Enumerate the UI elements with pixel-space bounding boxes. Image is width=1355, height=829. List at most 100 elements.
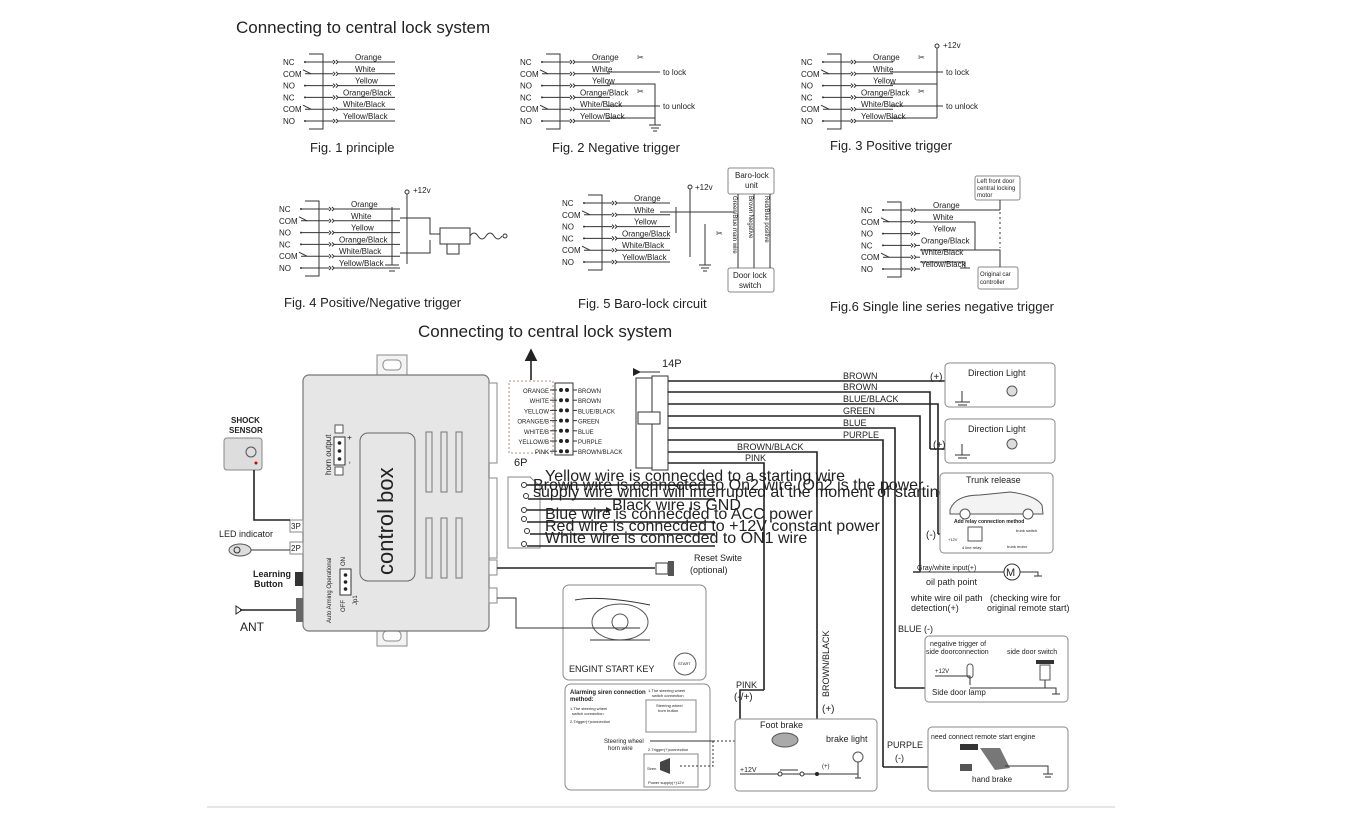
harness-wire-label: PURPLE bbox=[843, 430, 879, 440]
start-stop-text: START bbox=[678, 661, 691, 666]
fig2-wire-orange: Orange bbox=[592, 53, 619, 62]
reset-switch-label: Reset Swite bbox=[694, 553, 742, 563]
fig6-wire-white-black: White/Black bbox=[921, 248, 964, 257]
fig6-pin-com: COM bbox=[861, 218, 880, 227]
shock-sensor-label: SHOCK bbox=[231, 416, 260, 425]
six-pin-note: White wire is connecded to ON1 wire bbox=[545, 530, 807, 547]
horn-plus: + bbox=[345, 435, 354, 440]
fig1-pin-nc: NC bbox=[283, 58, 295, 67]
jumper-title: Auto Arming Operational bbox=[327, 558, 333, 623]
foot-brake-12v: +12V bbox=[740, 767, 757, 774]
fig3-wire-yellow: Yellow bbox=[873, 77, 896, 86]
connector-pin-right: BROWN bbox=[578, 389, 601, 395]
harness-connector bbox=[635, 375, 669, 471]
fig5-pin-no: NO bbox=[562, 223, 574, 232]
siren-label: Siren bbox=[647, 766, 656, 771]
fig3-wire-white-black: White/Black bbox=[861, 100, 904, 109]
fig4-pin-nc: NC bbox=[279, 205, 291, 214]
harness-wire-pink bbox=[668, 462, 765, 690]
direction-light-1-label: Direction Light bbox=[968, 368, 1026, 378]
direction-light-2-polarity: (+) bbox=[933, 440, 946, 451]
hand-brake-icon bbox=[980, 748, 1010, 770]
fig5-wire-yellow: Yellow bbox=[634, 218, 657, 227]
connector-pin-right: BLUE bbox=[578, 430, 594, 436]
fig6-wire-orange: Orange bbox=[933, 201, 960, 210]
fig2-pin-nc: NC bbox=[520, 93, 532, 102]
brown-black-vertical-label: BROWN/BLACK bbox=[821, 630, 831, 697]
fig2-wire-orange-black: Orange/Black bbox=[580, 88, 629, 97]
jumper-name: Jp1 bbox=[353, 595, 359, 605]
fig4-wire-yellow: Yellow bbox=[351, 224, 374, 233]
fig4-wire-yellow-black: Yellow/Black bbox=[339, 259, 385, 268]
siren-horn-btn1: Steering wheel bbox=[656, 703, 683, 708]
fig4-wire-orange: Orange bbox=[351, 200, 378, 209]
fig1-wire-yellow: Yellow bbox=[355, 77, 378, 86]
fig3-pin-com: COM bbox=[801, 70, 820, 79]
jumper-off: OFF bbox=[341, 600, 347, 612]
fig4-pin-nc: NC bbox=[279, 240, 291, 249]
fig2-wire-white-black: White/Black bbox=[580, 100, 623, 109]
fig2-wire-white: White bbox=[592, 65, 613, 74]
white-wire-oil: white wire oil path bbox=[910, 593, 983, 603]
connector-pin-left: WHITE bbox=[530, 399, 549, 405]
fig6-motor-1: Left front door bbox=[977, 179, 1014, 185]
door-lock-switch-label: Door lock bbox=[733, 271, 768, 280]
six-pin-note: Blue wire is connecded to ACC power bbox=[545, 506, 813, 523]
fig3-to-unlock: to unlock bbox=[946, 102, 979, 111]
fig5-pin-com: COM bbox=[562, 246, 581, 255]
fig6-pin-nc: NC bbox=[861, 206, 873, 215]
fig5-pin-no: NO bbox=[562, 258, 574, 267]
port-3p: 3P bbox=[291, 522, 301, 531]
fig4-wire-white-black: White/Black bbox=[339, 247, 382, 256]
fig6-controller-1: Original car bbox=[980, 272, 1011, 278]
fig1-pin-nc: NC bbox=[283, 93, 295, 102]
shock-sensor-label2: SENSOR bbox=[229, 426, 263, 435]
siren-horn-wire1: Steering wheel bbox=[604, 739, 644, 745]
trunk-switch-label: trunk switch bbox=[1016, 528, 1037, 533]
connector-pin-left: YELLOW/B bbox=[518, 440, 549, 446]
fig2-to-unlock: to unlock bbox=[663, 102, 696, 111]
harness-wire-label: BLUE bbox=[843, 418, 867, 428]
fig1-pin-no: NO bbox=[283, 117, 295, 126]
fig4-wire-orange-black: Orange/Black bbox=[339, 235, 388, 244]
antenna-label: ANT bbox=[240, 620, 265, 634]
fig5-relay: NCOrangeCOMWhiteNOYellowNCOrange/BlackCO… bbox=[562, 194, 671, 271]
siren-sw-title1: 1.The steering wheel bbox=[648, 688, 685, 693]
start-key-label: ENGINT START KEY bbox=[569, 664, 654, 674]
need-connect-label: need connect remote start engine bbox=[931, 734, 1035, 741]
original-controller bbox=[977, 266, 1019, 290]
siren-m1b: switch connection bbox=[572, 711, 604, 716]
fig3-to-lock: to lock bbox=[946, 68, 970, 77]
fig4-pin-no: NO bbox=[279, 229, 291, 238]
door-lock-switch-label2: switch bbox=[739, 281, 761, 290]
fig2-pin-no: NO bbox=[520, 117, 532, 126]
fig1-pin-no: NO bbox=[283, 82, 295, 91]
harness-wire-label: BROWN bbox=[843, 382, 878, 392]
direction-light-1-polarity: (+) bbox=[930, 372, 943, 383]
fig3-pin-nc: NC bbox=[801, 93, 813, 102]
connector-pin-right: BLUE/BLACK bbox=[578, 409, 615, 415]
scissors-icon: ✂ bbox=[716, 229, 723, 238]
fig5-pin-nc: NC bbox=[562, 199, 574, 208]
harness-wire-brown bbox=[668, 391, 931, 449]
fig4-relay: NCOrangeCOMWhiteNOYellowNCOrange/BlackCO… bbox=[279, 200, 400, 277]
fig3-wire-orange-black: Orange/Black bbox=[861, 88, 910, 97]
fig3-wire-orange: Orange bbox=[873, 53, 900, 62]
harness-wire-blue bbox=[668, 427, 896, 688]
fig6-controller-2: controller bbox=[980, 280, 1005, 286]
connector-pin-right: BROWN bbox=[578, 399, 601, 405]
fig5-wire-orange-black: Orange/Black bbox=[622, 229, 671, 238]
original-remote: original remote start) bbox=[987, 603, 1070, 613]
connector-pin-left: YELLOW bbox=[524, 409, 549, 415]
port-2p: 2P bbox=[291, 544, 301, 553]
port-6p: 6P bbox=[514, 457, 527, 469]
foot-brake-label: Foot brake bbox=[760, 720, 803, 730]
fig1-pin-com: COM bbox=[283, 70, 302, 79]
baro-lock-unit-label: Baro-lock bbox=[735, 171, 770, 180]
harness-wire-purple bbox=[668, 439, 884, 767]
fig1-wire-white: White bbox=[355, 65, 376, 74]
oil-path-point: oil path point bbox=[926, 577, 978, 587]
heading-middle: Connecting to central lock system bbox=[418, 322, 672, 341]
fig3-caption: Fig. 3 Positive trigger bbox=[830, 138, 953, 153]
